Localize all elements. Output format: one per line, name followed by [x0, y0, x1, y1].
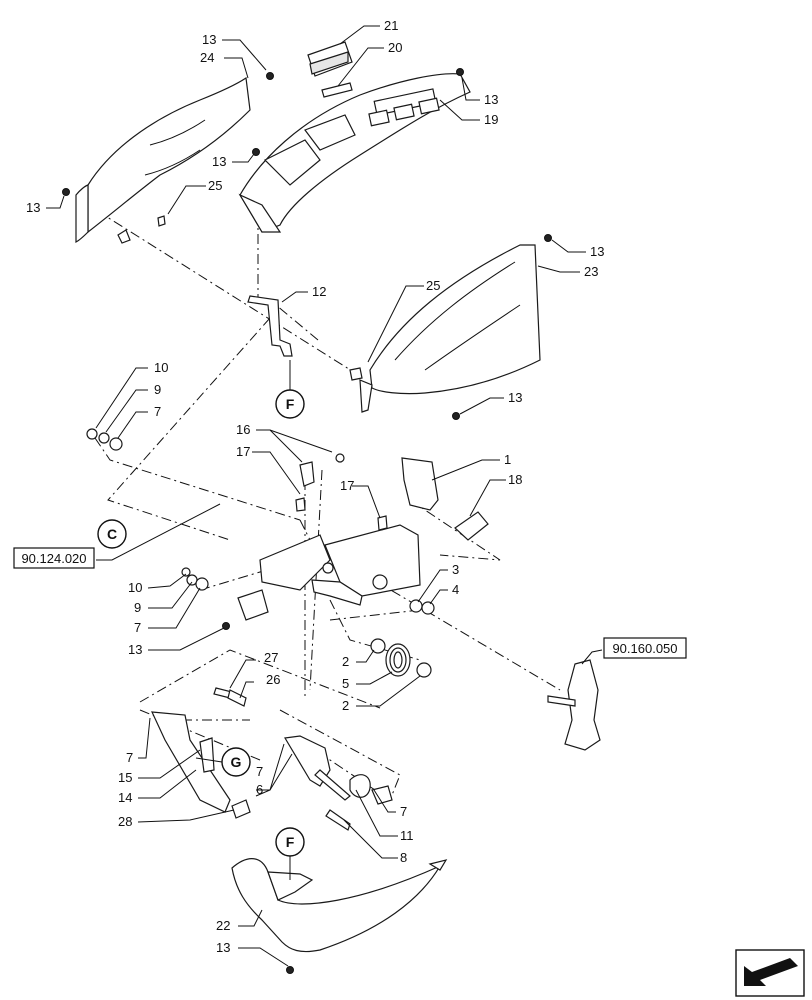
part-7-bushing-upper: [109, 437, 123, 451]
label-20: 20: [388, 40, 402, 55]
reference-box-left: 90.124.020: [13, 547, 95, 569]
svg-text:F: F: [286, 834, 295, 850]
part-11-return-spring: [349, 774, 393, 805]
callout-g: G: [195, 747, 251, 777]
part-15-spring: [199, 737, 215, 773]
label-1: 1: [504, 452, 511, 467]
label-8: 8: [400, 850, 407, 865]
part-2-bushing-b: [416, 662, 432, 678]
direction-arrow-icon: [735, 949, 805, 997]
part-9-washer-upper: [98, 432, 110, 444]
label-15: 15: [118, 770, 132, 785]
part-13-bolt-6: [452, 412, 460, 420]
part-14-pedal-arm: [151, 711, 231, 813]
part-13-bolt-2: [456, 68, 464, 76]
label-11: 11: [400, 828, 414, 843]
label-7: 7: [400, 804, 407, 819]
label-27: 27: [264, 650, 278, 665]
label-13: 13: [212, 154, 226, 169]
part-1-pedal-bracket: [259, 457, 439, 606]
part-13-bolt-4: [62, 188, 70, 196]
svg-text:F: F: [286, 396, 295, 412]
part-13-bolt-3: [252, 148, 260, 156]
label-28: 28: [118, 814, 132, 829]
label-22: 22: [216, 918, 230, 933]
part-7-bushing-mid: [195, 577, 209, 591]
label-10: 10: [154, 360, 168, 375]
label-25: 25: [208, 178, 222, 193]
pivot-shaft: [237, 589, 269, 621]
label-7: 7: [126, 750, 133, 765]
part-4-nut: [421, 601, 435, 615]
reference-box-right: 90.160.050: [603, 637, 687, 659]
leader-lines: [46, 25, 603, 967]
part-10-circlip-upper: [86, 428, 98, 440]
part-22-lower-cover: [231, 858, 448, 953]
part-3-washer: [409, 599, 423, 613]
label-17: 17: [340, 478, 354, 493]
label-25: 25: [426, 278, 440, 293]
label-19: 19: [484, 112, 498, 127]
label-13: 13: [202, 32, 216, 47]
label-9: 9: [154, 382, 161, 397]
part-16-spring-pin: [299, 453, 345, 487]
label-7: 7: [154, 404, 161, 419]
right-mounting-bracket: [547, 659, 601, 751]
part-5-torsion-spring: [385, 643, 411, 677]
part-17-clip: [295, 497, 388, 531]
label-24: 24: [200, 50, 214, 65]
label-13: 13: [484, 92, 498, 107]
label-12: 12: [312, 284, 326, 299]
part-8-tension-spring: [325, 809, 351, 831]
svg-text:90.160.050: 90.160.050: [612, 641, 677, 656]
part-24-left-upper-cover: [75, 76, 251, 244]
label-3: 3: [452, 562, 459, 577]
label-13: 13: [508, 390, 522, 405]
part-13-bolt-7: [222, 622, 230, 630]
label-17: 17: [236, 444, 250, 459]
part-13-bolt-8: [286, 966, 294, 974]
part-20-lens: [321, 82, 353, 98]
callout-f-bottom: F: [275, 827, 305, 880]
label-16: 16: [236, 422, 250, 437]
label-23: 23: [584, 264, 598, 279]
label-9: 9: [134, 600, 141, 615]
part-21-switch: [307, 41, 353, 77]
label-26: 26: [266, 672, 280, 687]
label-2: 2: [342, 698, 349, 713]
label-7: 7: [256, 764, 263, 779]
part-13-bolt-5: [544, 234, 552, 242]
label-10: 10: [128, 580, 142, 595]
part-26-lever: [227, 689, 247, 707]
svg-text:90.124.020: 90.124.020: [21, 551, 86, 566]
part-6-lever-assembly: [284, 735, 351, 801]
label-13: 13: [26, 200, 40, 215]
label-13: 13: [216, 940, 230, 955]
part-12-bracket: [247, 295, 293, 357]
callout-c: C: [97, 519, 127, 549]
part-18-pad: [454, 511, 489, 541]
part-28-pedal-pad: [231, 799, 251, 819]
svg-text:C: C: [107, 526, 117, 542]
label-13: 13: [128, 642, 142, 657]
label-6: 6: [256, 782, 263, 797]
label-18: 18: [508, 472, 522, 487]
part-10-circlip-mid: [181, 567, 191, 577]
part-2-bushing-a: [370, 638, 386, 654]
label-5: 5: [342, 676, 349, 691]
label-7: 7: [134, 620, 141, 635]
part-13-bolt-1: [266, 72, 274, 80]
label-2: 2: [342, 654, 349, 669]
part-19-centre-console-cover: [238, 73, 471, 233]
label-4: 4: [452, 582, 459, 597]
label-14: 14: [118, 790, 132, 805]
part-25-screw-a: [157, 215, 166, 227]
part-number-labels: 13 24 21 20 13 19 13 13 25 13 23 25 12 1…: [26, 18, 604, 955]
callout-f-top: F: [275, 360, 305, 419]
label-13: 13: [590, 244, 604, 259]
label-21: 21: [384, 18, 398, 33]
part-23-right-side-cover: [349, 244, 541, 413]
svg-text:G: G: [231, 754, 242, 770]
